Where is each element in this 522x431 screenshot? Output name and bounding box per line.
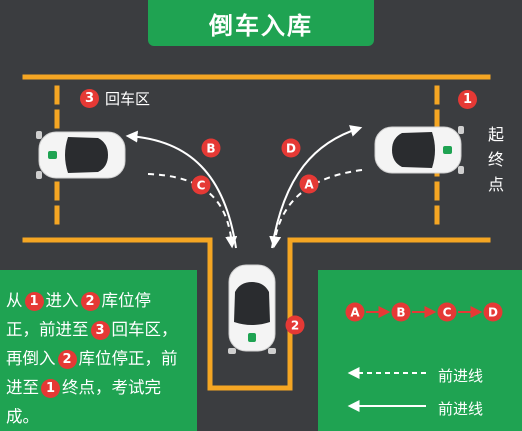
svg-text:2: 2 bbox=[291, 319, 299, 333]
endpoint-char: 起 bbox=[487, 125, 504, 144]
instruction-badge: 2 bbox=[57, 350, 77, 369]
car-right bbox=[374, 125, 465, 175]
page-title: 倒车入库 bbox=[209, 11, 313, 40]
garage-outline bbox=[207, 237, 293, 391]
svg-text:D: D bbox=[488, 306, 498, 320]
instruction-badge: 2 bbox=[80, 292, 100, 311]
legend-sequence: A B C D bbox=[345, 302, 503, 322]
path-b-solid bbox=[125, 130, 237, 249]
instruction-text: 库位停正，前进至 bbox=[6, 349, 178, 397]
instruction-badge: 1 bbox=[41, 379, 60, 398]
legend-solid-label: 前进线 bbox=[438, 400, 484, 418]
title-banner: 倒车入库 bbox=[148, 0, 374, 46]
garage-badge: 2 bbox=[285, 315, 305, 335]
svg-text:B: B bbox=[396, 306, 405, 320]
zone-badge: 3 bbox=[80, 89, 99, 108]
car-left bbox=[35, 130, 126, 180]
svg-text:B: B bbox=[206, 142, 215, 156]
route-arrows bbox=[125, 125, 363, 249]
legend-dashed-label: 前进线 bbox=[438, 367, 484, 385]
svg-text:D: D bbox=[286, 142, 296, 156]
svg-text:A: A bbox=[304, 178, 314, 192]
path-badge-b: B bbox=[201, 138, 221, 158]
return-zone-label: 3 回车区 bbox=[80, 88, 150, 109]
endpoint-char: 终 bbox=[487, 150, 504, 169]
endpoint-label: 起 终 点 bbox=[486, 122, 506, 197]
seq-a: A bbox=[345, 302, 365, 322]
car-garage bbox=[227, 264, 277, 355]
svg-text:A: A bbox=[350, 306, 360, 320]
seq-b: B bbox=[391, 302, 411, 322]
path-badge-a: A bbox=[299, 174, 319, 194]
seq-c: C bbox=[437, 302, 457, 322]
path-badge-d: D bbox=[281, 138, 301, 158]
instruction-text: 从 bbox=[6, 291, 23, 310]
svg-text:C: C bbox=[443, 306, 452, 320]
seq-d: D bbox=[483, 302, 503, 322]
endpoint-char: 点 bbox=[487, 175, 504, 194]
path-a-dashed bbox=[269, 169, 363, 249]
instruction-text: 库位停正，前进至 bbox=[6, 291, 151, 339]
path-d-solid bbox=[271, 125, 363, 249]
instruction-badge: 3 bbox=[90, 321, 110, 340]
zone-text: 回车区 bbox=[105, 90, 151, 108]
svg-text:C: C bbox=[197, 179, 206, 193]
instruction-text: 进入 bbox=[45, 291, 79, 310]
instruction-text: 回车区，再倒入 bbox=[6, 320, 178, 368]
path-c-dashed bbox=[147, 173, 238, 249]
instruction-badge: 1 bbox=[24, 292, 44, 311]
endpoint-badge: 1 bbox=[458, 90, 477, 109]
path-badge-c: C bbox=[191, 175, 211, 195]
instruction-text: 终点，考试完成。 bbox=[6, 378, 161, 426]
